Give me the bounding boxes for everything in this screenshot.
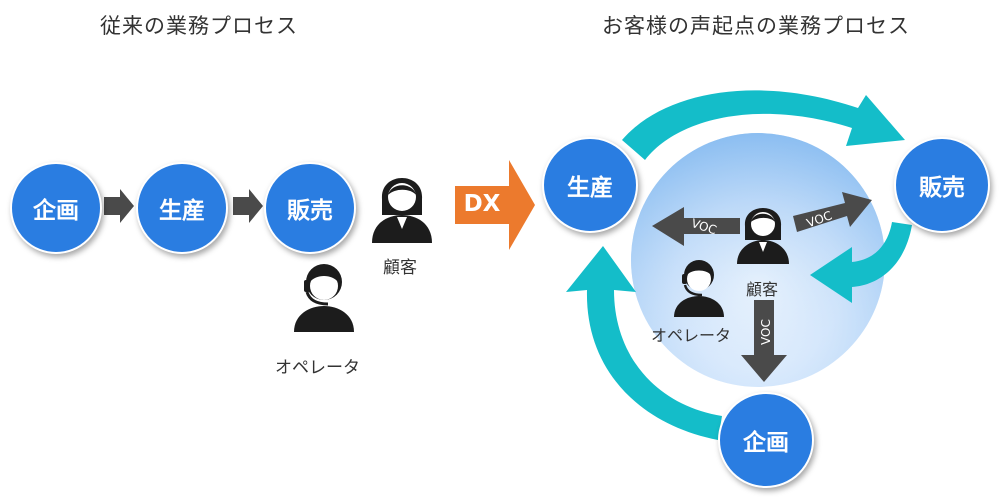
- flow-arrow-1: [104, 189, 134, 223]
- customer-label: 顧客: [383, 258, 417, 278]
- voc-arrow-down: [741, 300, 787, 382]
- voc-process-title: お客様の声起点の業務プロセス: [602, 14, 910, 38]
- node-planning-right: 企画: [718, 392, 814, 488]
- dx-label: DX: [463, 191, 501, 217]
- customer-label-right: 顧客: [746, 280, 779, 299]
- customer-icon: [372, 178, 432, 243]
- node-production: 生産: [136, 162, 228, 254]
- operator-icon-right: [674, 260, 724, 317]
- cycle-arrow-top: [622, 90, 905, 160]
- traditional-process-title: 従来の業務プロセス: [100, 14, 298, 38]
- cycle-arrow-left: [566, 246, 722, 440]
- flow-arrow-2: [233, 189, 263, 223]
- dx-arrow: [455, 160, 535, 250]
- voc-arrow-right: [793, 192, 872, 232]
- cycle-arrow-right: [810, 222, 912, 303]
- node-sales: 販売: [264, 162, 356, 254]
- operator-icon: [294, 264, 354, 332]
- node-production-right: 生産: [542, 137, 638, 233]
- operator-label: オペレータ: [275, 358, 360, 378]
- operator-label-right: オペレータ: [651, 326, 732, 345]
- customer-icon-right: [737, 208, 789, 264]
- voc-label-down: VOC: [759, 319, 773, 345]
- node-sales-right: 販売: [894, 137, 990, 233]
- node-planning: 企画: [10, 162, 102, 254]
- voc-arrow-left: [652, 207, 740, 246]
